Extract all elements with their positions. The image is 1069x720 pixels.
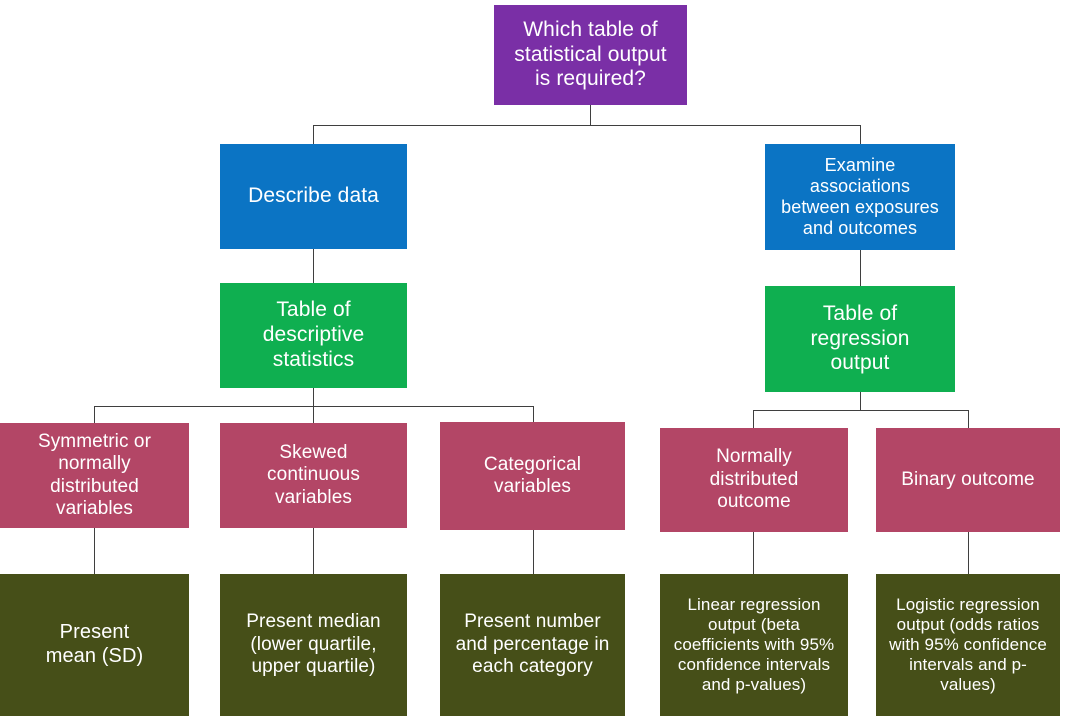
connector-root-bus (313, 125, 861, 126)
connector-skewed-to-median (313, 528, 314, 574)
node-outcome-normally-distributed[interactable]: Normally distributed outcome (660, 428, 848, 532)
connector-descriptive-to-symmetric (94, 406, 95, 423)
connector-descriptive-stem (313, 388, 314, 406)
node-root-question[interactable]: Which table of statistical output is req… (494, 5, 687, 105)
connector-symmetric-to-mean (94, 528, 95, 574)
connector-regression-stem (860, 392, 861, 410)
connector-regression-to-binary (968, 410, 969, 428)
connector-root-stem (590, 105, 591, 125)
node-table-regression-output[interactable]: Table of regression output (765, 286, 955, 392)
node-action-present-median[interactable]: Present median (lower quartile, upper qu… (220, 574, 407, 716)
node-action-present-number-percentage[interactable]: Present number and percentage in each ca… (440, 574, 625, 716)
node-outcome-binary[interactable]: Binary outcome (876, 428, 1060, 532)
node-branch-examine-associations[interactable]: Examine associations between exposures a… (765, 144, 955, 250)
node-variable-categorical[interactable]: Categorical variables (440, 422, 625, 530)
connector-binary-to-logistic (968, 532, 969, 574)
node-action-linear-regression-output[interactable]: Linear regression output (beta coefficie… (660, 574, 848, 716)
connector-categorical-to-number (533, 530, 534, 574)
connector-descriptive-to-skewed (313, 406, 314, 423)
connector-normal-to-linear (753, 532, 754, 574)
connector-root-to-describe (313, 125, 314, 144)
connector-descriptive-to-categorical (533, 406, 534, 422)
node-action-present-mean[interactable]: Present mean (SD) (0, 574, 189, 716)
connector-root-to-associations (860, 125, 861, 144)
node-table-descriptive-statistics[interactable]: Table of descriptive statistics (220, 283, 407, 388)
connector-regression-to-normal (753, 410, 754, 428)
connector-regression-bus (753, 410, 969, 411)
node-variable-skewed-continuous[interactable]: Skewed continuous variables (220, 423, 407, 528)
connector-describe-to-descriptive (313, 249, 314, 283)
node-action-logistic-regression-output[interactable]: Logistic regression output (odds ratios … (876, 574, 1060, 716)
connector-descriptive-bus (94, 406, 534, 407)
node-branch-describe-data[interactable]: Describe data (220, 144, 407, 249)
connector-associations-to-regression (860, 250, 861, 286)
node-variable-symmetric-normal[interactable]: Symmetric or normally distributed variab… (0, 423, 189, 528)
